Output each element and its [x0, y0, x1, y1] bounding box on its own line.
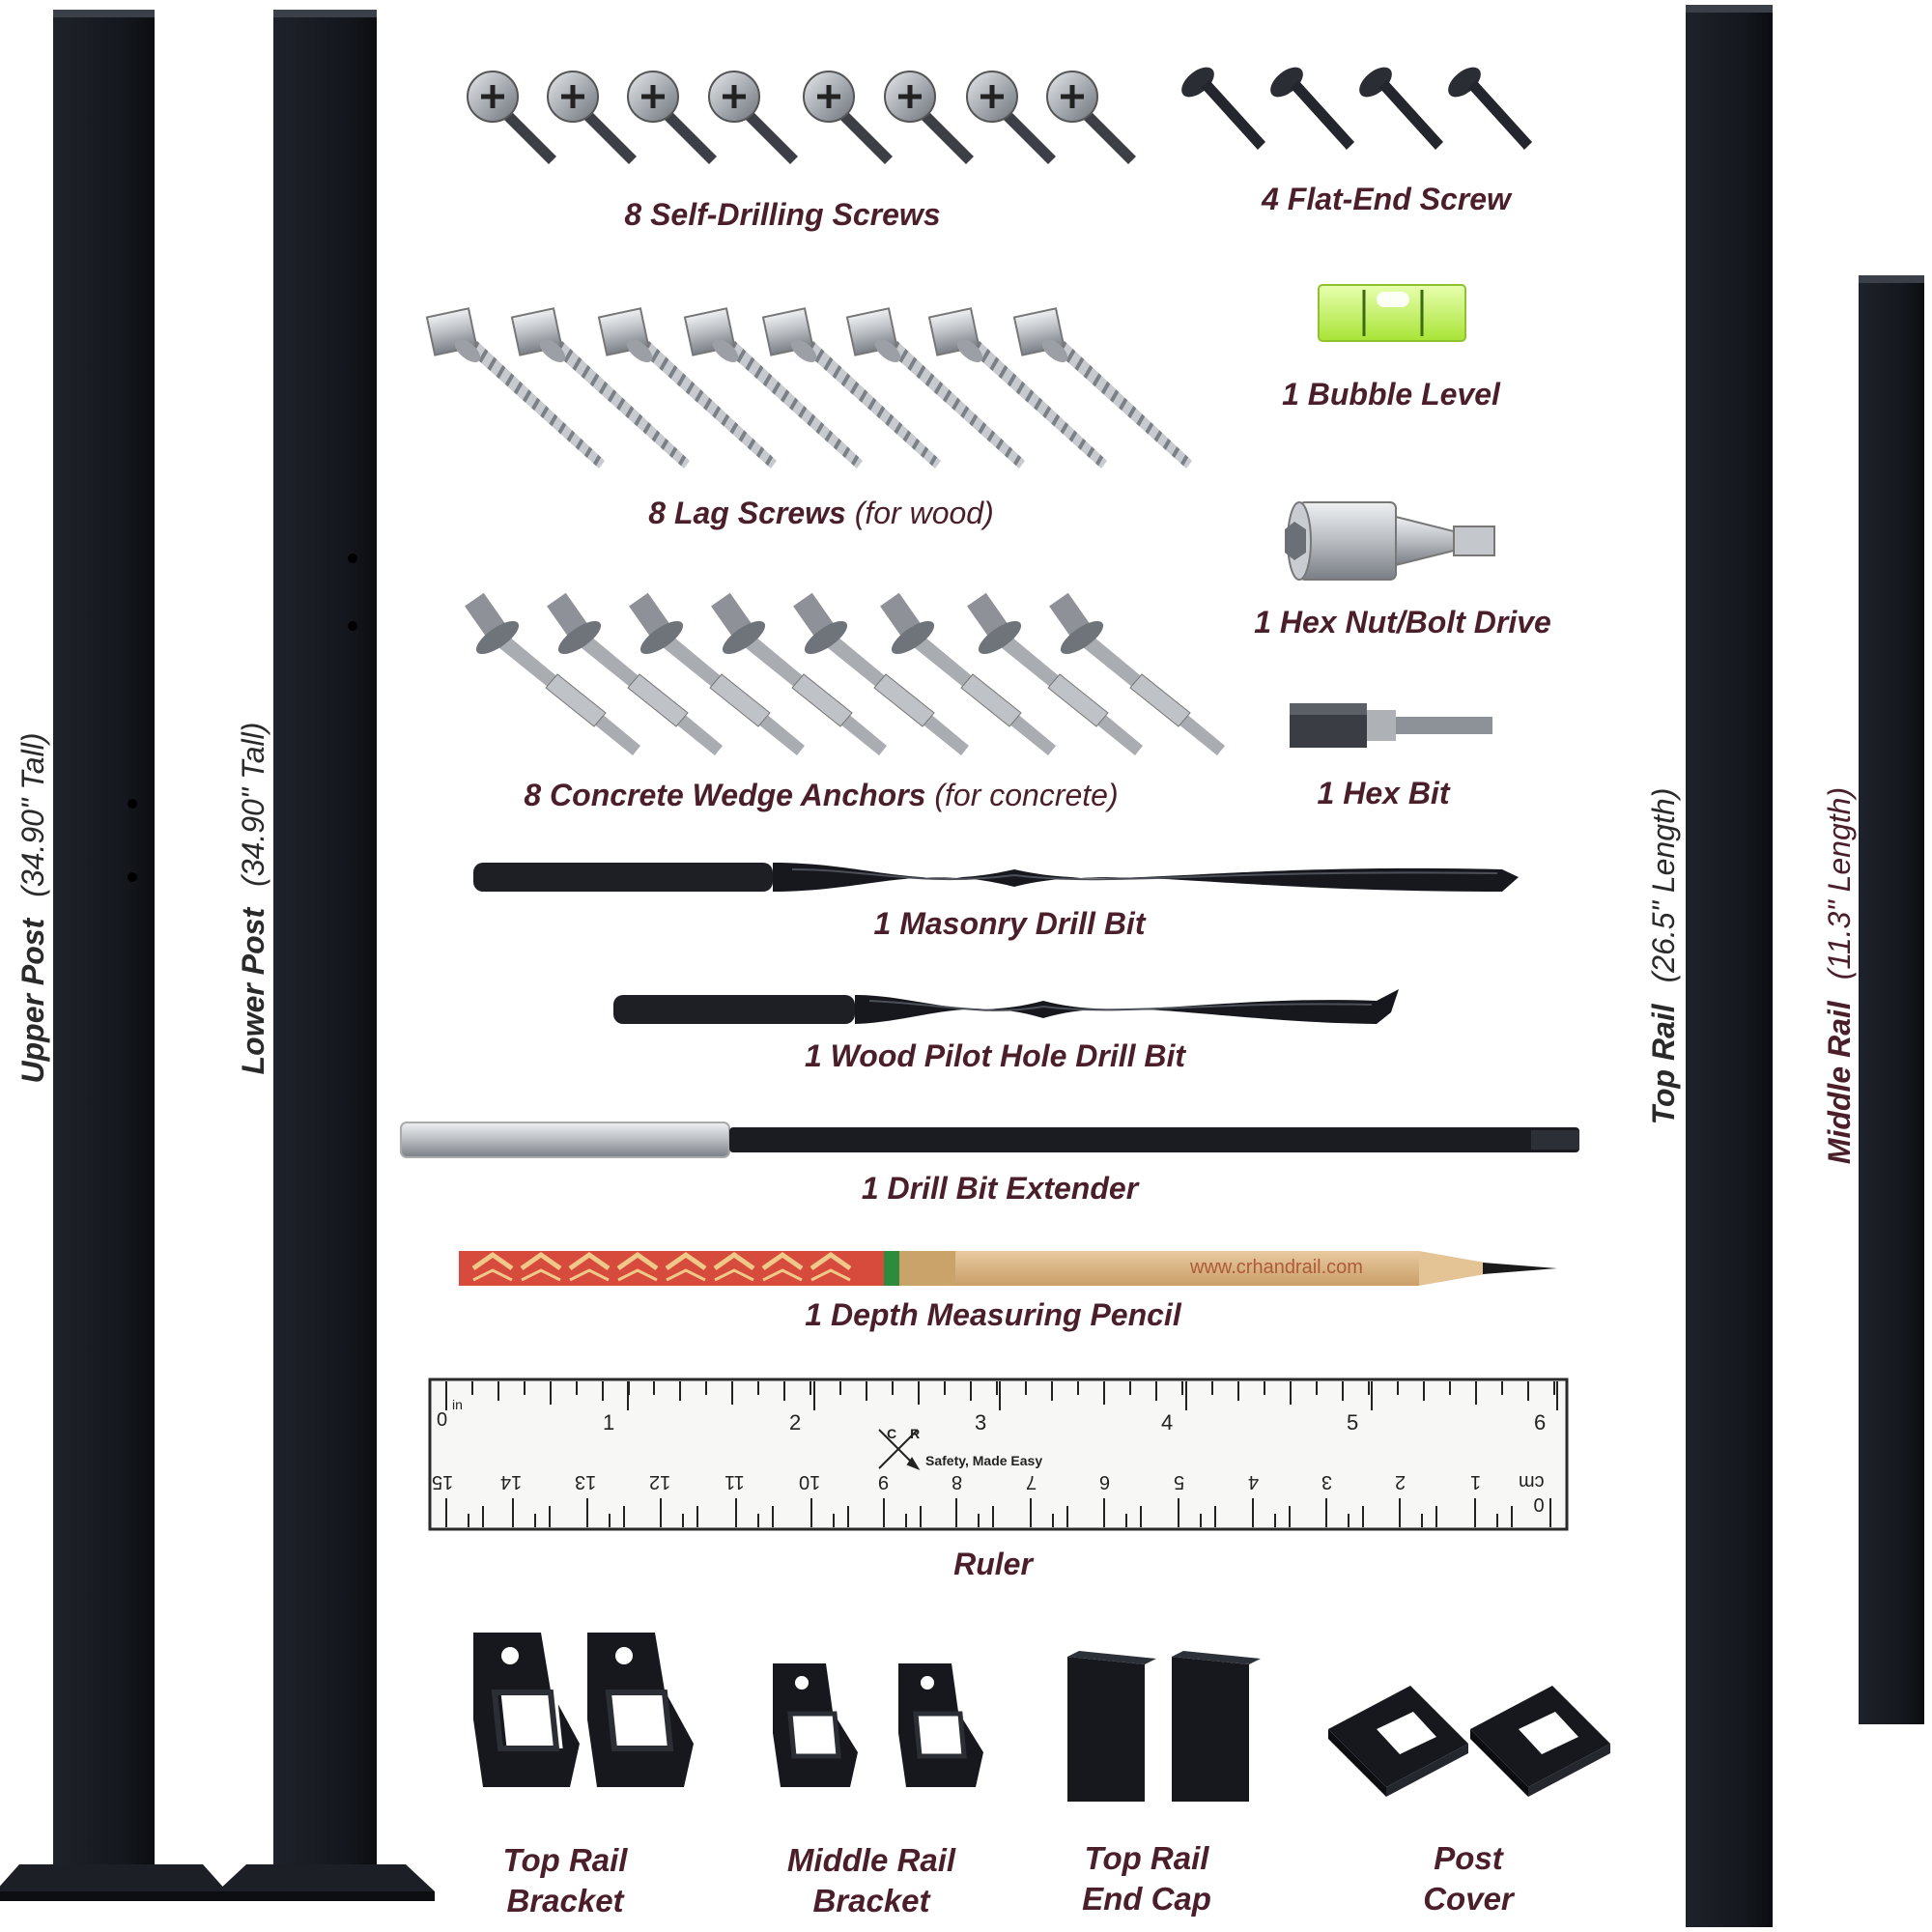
lower-post [217, 10, 435, 1901]
middle-rail-label: Middle Rail (11.3" Length) [1822, 786, 1857, 1165]
hex-drive-label: 1 Hex Nut/Bolt Drive [1254, 605, 1551, 639]
end-caps [1067, 1651, 1261, 1802]
pencil-label: 1 Depth Measuring Pencil [805, 1297, 1181, 1332]
depth-pencil [459, 1251, 1557, 1286]
self-drilling-label: 8 Self-Drilling Screws [624, 197, 941, 232]
ruler-inch-3: 3 [975, 1410, 987, 1435]
ruler-inch-unit: in [452, 1397, 463, 1412]
ruler-cm-3: 3 [1321, 1471, 1333, 1492]
ruler-logo-text: CR [887, 1426, 934, 1441]
middle-rail [1859, 275, 1924, 1724]
top-rail-name: Top Rail [1646, 1004, 1681, 1125]
post-covers [1328, 1686, 1610, 1797]
ruler-cm-7: 7 [1026, 1471, 1037, 1492]
ruler-cm-2: 2 [1395, 1471, 1406, 1492]
ruler-cm-15: 15 [432, 1471, 454, 1492]
lag-screws [425, 307, 1192, 469]
bubble-level [1318, 284, 1466, 342]
middle-rail-brackets [773, 1663, 983, 1787]
top-rail-bracket-line2: Bracket [506, 1883, 624, 1918]
flat-end-screws [1181, 67, 1532, 150]
post-cover-label: Post Cover [1423, 1838, 1514, 1919]
top-rail-size: (26.5" Length) [1646, 787, 1681, 983]
lower-post-name: Lower Post [236, 907, 270, 1075]
ruler-tagline: Safety, Made Easy [925, 1453, 1043, 1468]
end-cap-line2: End Cap [1082, 1881, 1211, 1917]
top-rail-label: Top Rail (26.5" Length) [1646, 787, 1681, 1125]
ruler-inch-ticks [445, 1381, 1558, 1410]
top-rail-brackets [473, 1633, 694, 1787]
top-rail [1686, 5, 1773, 1927]
extender-label: 1 Drill Bit Extender [861, 1171, 1139, 1206]
upper-post-size: (34.90" Tall) [15, 732, 50, 897]
wedge-anchors-note: (for concrete) [934, 778, 1119, 812]
ruler-cm-6: 6 [1099, 1471, 1111, 1492]
masonry-bit-label: 1 Masonry Drill Bit [873, 906, 1146, 941]
hex-bit-label: 1 Hex Bit [1317, 776, 1450, 810]
top-rail-bracket-line1: Top Rail [502, 1842, 628, 1878]
post-cover-line2: Cover [1423, 1881, 1514, 1917]
ruler-cm-11: 11 [724, 1471, 745, 1492]
hex-bit [1290, 703, 1492, 748]
ruler-inch-4: 4 [1161, 1410, 1174, 1435]
ruler-cm-ticks [445, 1498, 1551, 1527]
upper-post-label: Upper Post (34.90" Tall) [15, 732, 50, 1084]
ruler-cm-10: 10 [799, 1471, 821, 1492]
middle-rail-bracket-line1: Middle Rail [786, 1842, 956, 1878]
ruler-cm-5: 5 [1174, 1471, 1185, 1492]
ruler-inch-1: 1 [603, 1410, 615, 1435]
post-cover-line1: Post [1434, 1840, 1503, 1876]
wedge-anchors-label: 8 Concrete Wedge Anchors (for concrete) [524, 780, 1118, 810]
middle-rail-size: (11.3" Length) [1822, 786, 1857, 980]
wedge-anchors-name: 8 Concrete Wedge Anchors [524, 778, 926, 812]
ruler-cm-0: 0 cm [1518, 1471, 1545, 1515]
ruler-inch-5: 5 [1347, 1410, 1359, 1435]
hex-nut-driver [1285, 501, 1495, 581]
ruler-cm-13: 13 [575, 1471, 597, 1492]
ruler [428, 1378, 1569, 1531]
ruler-cm-9: 9 [878, 1471, 890, 1492]
masonry-drill-bit [473, 863, 1519, 892]
wood-pilot-drill-bit [613, 989, 1399, 1024]
drill-bit-extender [400, 1122, 1579, 1158]
pencil-imprint: www.crhandrail.com [1190, 1257, 1363, 1278]
lower-post-label: Lower Post (34.90" Tall) [236, 722, 270, 1075]
wood-bit-label: 1 Wood Pilot Hole Drill Bit [804, 1038, 1186, 1073]
lag-screws-name: 8 Lag Screws [648, 496, 846, 530]
ruler-inch-6: 6 [1534, 1410, 1547, 1435]
ruler-inch-2: 2 [789, 1410, 802, 1435]
ruler-cm-12: 12 [649, 1471, 671, 1492]
lower-post-size: (34.90" Tall) [236, 722, 270, 887]
flat-end-label: 4 Flat-End Screw [1262, 182, 1511, 216]
top-rail-bracket-label: Top Rail Bracket [503, 1840, 628, 1921]
ruler-logo [878, 1429, 921, 1471]
ruler-cm-8: 8 [952, 1471, 963, 1492]
lag-screws-note: (for wood) [854, 496, 994, 530]
middle-rail-bracket-line2: Bracket [812, 1883, 930, 1918]
ruler-cm-14: 14 [500, 1471, 523, 1492]
end-cap-line1: Top Rail [1084, 1840, 1209, 1876]
middle-rail-name: Middle Rail [1822, 1001, 1857, 1165]
upper-post-name: Upper Post [15, 918, 50, 1084]
middle-rail-bracket-label: Middle Rail Bracket [787, 1840, 955, 1921]
self-drilling-screws [467, 71, 1136, 164]
end-cap-label: Top Rail End Cap [1082, 1838, 1211, 1919]
bubble-level-label: 1 Bubble Level [1282, 377, 1500, 412]
upper-post [0, 10, 227, 1901]
ruler-cm-4: 4 [1248, 1471, 1260, 1492]
ruler-inch-0: 0 [437, 1407, 448, 1429]
ruler-cm-1: 1 [1470, 1471, 1482, 1492]
lag-screws-label: 8 Lag Screws (for wood) [648, 497, 993, 528]
wedge-anchors [465, 592, 1225, 755]
ruler-label: Ruler [953, 1547, 1033, 1581]
